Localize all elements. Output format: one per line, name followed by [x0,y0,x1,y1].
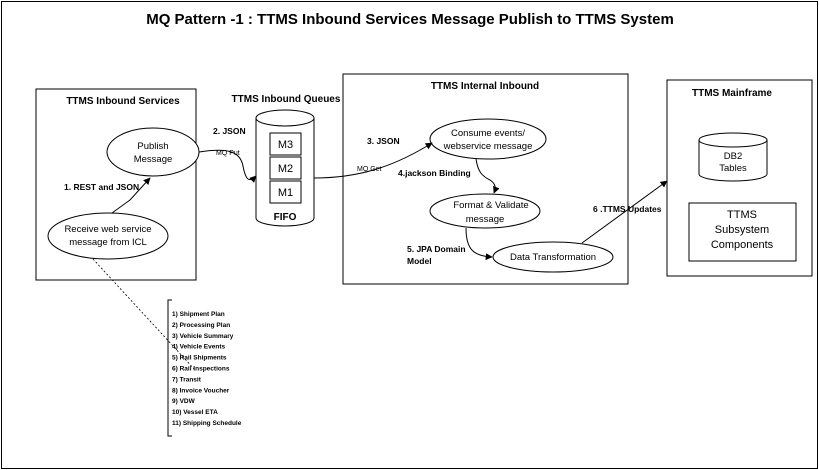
edge-mq-put [198,149,257,183]
edge-5-label-2: Model [407,256,432,266]
subsystem-line-1: TTMS [727,209,757,221]
message-list-item: 11) Shipping Schedule [172,420,242,427]
data-transformation-node [492,241,614,273]
queue-slot-m3 [269,132,302,156]
edge-jackson-binding [475,158,500,194]
inbound-services-panel [35,88,197,281]
receive-line-1: Receive web service [64,224,151,235]
publish-message-node [106,127,200,177]
message-list-bracket [167,299,172,437]
message-list-item: 8) Invoice Voucher [172,387,230,394]
subsystem-line-3: Components [711,239,774,251]
subsystem-components-box [688,202,797,262]
edge-jpa-domain [465,227,493,261]
diagram-title: MQ Pattern -1 : TTMS Inbound Services Me… [146,11,674,28]
message-list-item: 1) Shipment Plan [172,311,225,318]
message-list: 1) Shipment Plan 2) Processing Plan 3) Veh… [172,311,242,427]
queue-cylinder-top [255,109,315,127]
consume-events-node [429,118,547,160]
edge-ttms-updates [581,180,668,244]
edge-mq-get [313,142,433,179]
edge-4-label: 4.jackson Binding [398,168,471,178]
internal-inbound-title: TTMS Internal Inbound [431,81,539,92]
edge-2-label: 2. JSON [213,126,246,136]
queue-m1-label: M1 [278,187,293,199]
message-list-item: 7) Transit [172,376,202,383]
message-list-item: 6) Rail Inspections [172,366,230,373]
message-list-item: 5) Rail Shipments [172,355,227,362]
db2-line-1: DB2 [724,151,742,162]
consume-line-2: webservice message [443,141,533,152]
publish-line-2: Message [134,154,173,165]
message-list-item: 2) Processing Plan [172,322,230,329]
edge-3-label: 3. JSON [367,136,400,146]
edge-rest-json [111,177,151,214]
queue-m3-label: M3 [278,139,293,151]
format-line-1: Format & Validate [453,200,528,211]
message-list-item: 3) Vehicle Summary [172,333,234,340]
queue-m2-label: M2 [278,163,293,175]
db2-cylinder-body [698,140,768,182]
format-line-2: message [466,214,505,225]
message-list-item: 4) Vehicle Events [172,344,225,351]
queue-slot-m1 [269,180,302,204]
db2-cylinder-top [698,132,768,148]
edge-5-label-1: 5. JPA Domain [407,244,466,254]
receive-line-2: message from ICL [69,237,147,248]
fifo-label: FIFO [274,212,297,223]
mainframe-title: TTMS Mainframe [692,88,772,99]
internal-inbound-panel [342,73,629,285]
message-list-item: 9) VDW [172,398,196,405]
receive-web-service-node [47,212,169,260]
edge-6-label: 6 .TTMS Updates [593,204,662,214]
mq-get-label: MQ Get [357,166,382,173]
format-validate-node [429,193,541,229]
publish-line-1: Publish [137,141,168,152]
queues-title: TTMS Inbound Queues [232,94,341,105]
mq-put-label: MQ Put [216,150,240,157]
queue-slot-m2 [269,156,302,180]
db2-line-2: Tables [719,163,747,174]
inbound-services-title: TTMS Inbound Services [66,96,180,107]
edge-1-label: 1. REST and JSON [64,182,139,192]
list-connector [92,258,197,372]
transform-label: Data Transformation [510,252,596,263]
message-list-item: 10) Vessel ETA [172,409,218,416]
subsystem-line-2: Subsystem [715,224,769,236]
mainframe-panel [666,79,813,277]
consume-line-1: Consume events/ [451,128,525,139]
